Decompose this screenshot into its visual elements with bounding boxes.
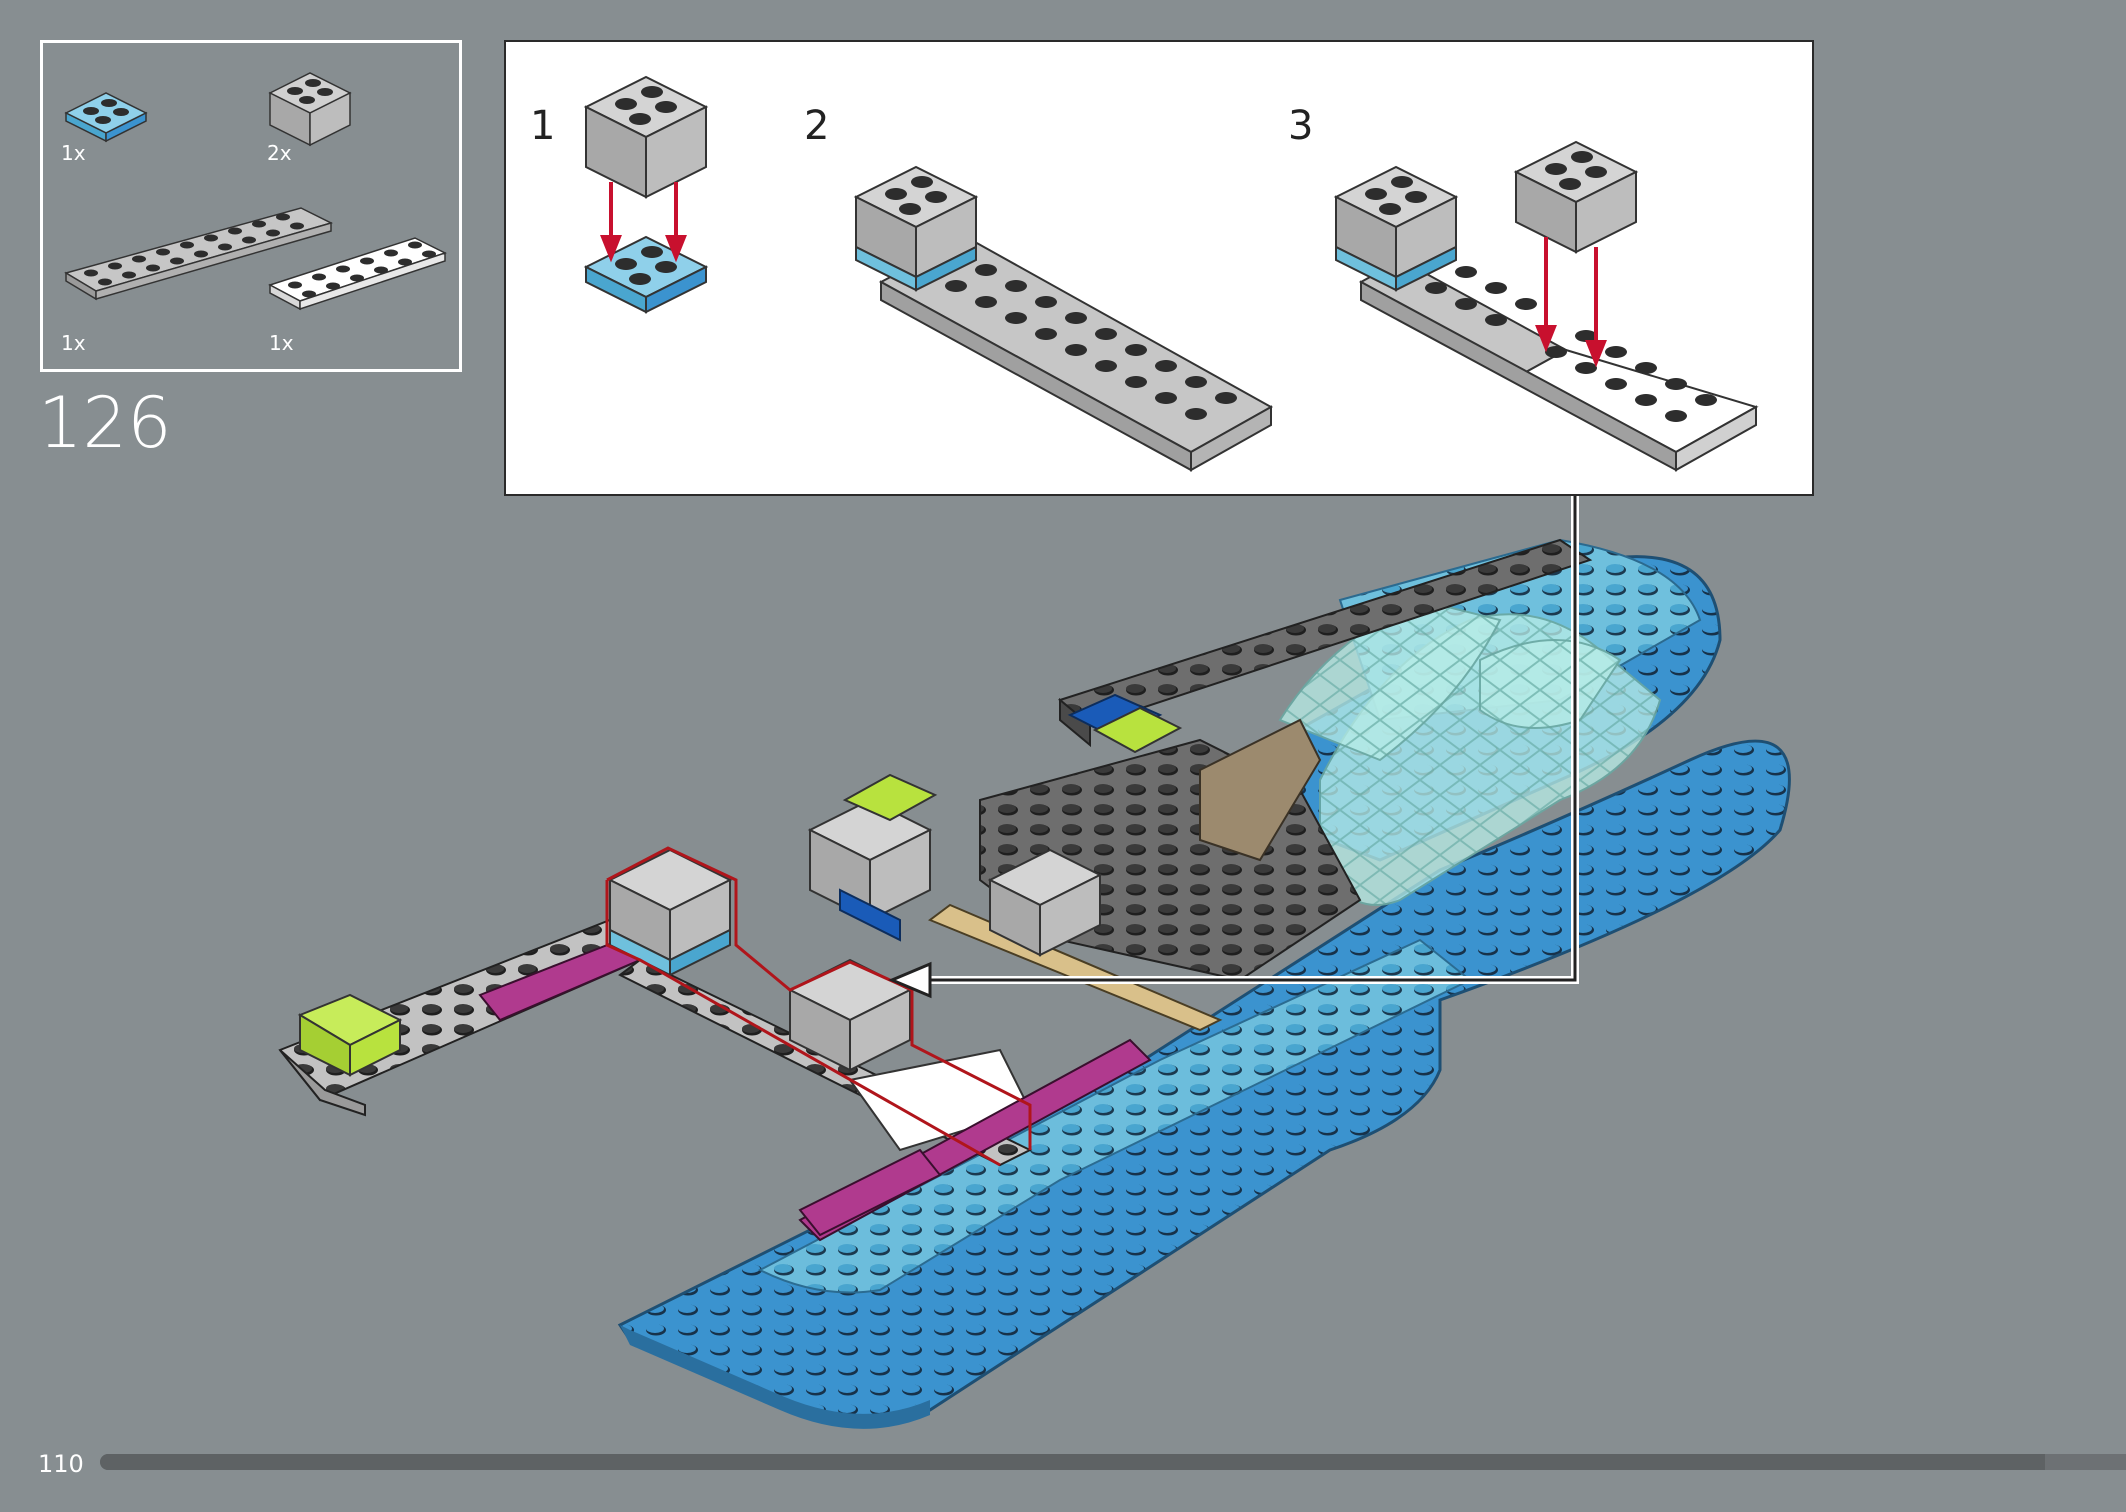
part-qty: 2x	[267, 141, 292, 165]
part-qty: 1x	[61, 331, 86, 355]
substep-panel: 1 2 3	[504, 40, 1814, 496]
part-qty: 1x	[269, 331, 294, 355]
part-white-plate-2x6	[268, 237, 447, 311]
step-number: 126	[38, 382, 172, 464]
part-qty: 1x	[61, 141, 86, 165]
parts-list: 1x 2x 1x 1x	[40, 40, 462, 372]
part-gray-plate-2x10	[64, 207, 334, 301]
substep-number: 1	[530, 103, 556, 149]
progress-fill	[100, 1454, 2045, 1470]
substep3-illustration	[1333, 140, 1759, 472]
substep-number: 2	[804, 103, 830, 149]
part-gray-brick-2x2	[268, 72, 352, 147]
substep1-illustration	[583, 75, 709, 314]
part-light-azure-plate-2x2	[64, 92, 148, 143]
progress-bar	[100, 1454, 2126, 1470]
page-number: 110	[38, 1450, 84, 1478]
substep2-illustration	[853, 165, 1274, 472]
substep-number: 3	[1288, 103, 1314, 149]
